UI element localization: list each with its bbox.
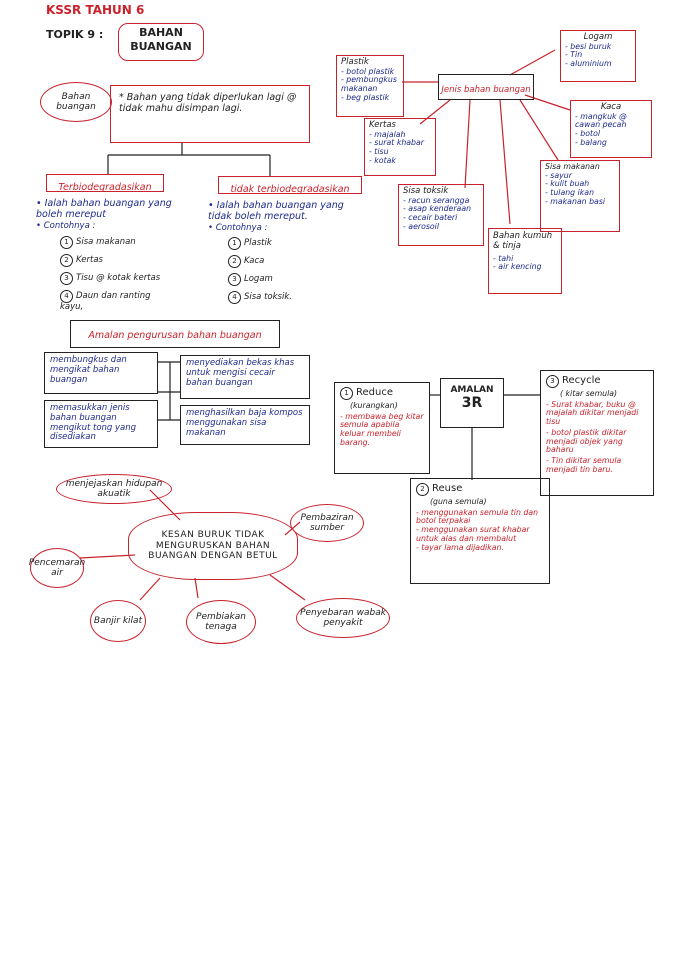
- type-kertas: Kertas majalah surat khabar tisu kotak: [364, 118, 436, 176]
- type-kaca: Kaca mangkuk @ cawan pecah botol balang: [570, 100, 652, 158]
- practices-title: Amalan pengurusan bahan buangan: [70, 320, 280, 348]
- biodegradable-title: Terbiodegradasikan: [46, 174, 164, 193]
- topic-label: TOPIK 9 :: [46, 28, 104, 41]
- non-biodegradable-desc: • Ialah bahan buangan yang tidak boleh m…: [208, 200, 344, 223]
- effect-water-pollution: Pencemaran air: [29, 548, 85, 588]
- biodegradable-desc: • Ialah bahan buangan yang boleh mereput: [36, 198, 172, 221]
- practice-item-4: menghasilkan baja kompos menggunakan sis…: [180, 405, 310, 445]
- type-sisa-makanan: Sisa makanan sayur kulit buah tulang ika…: [540, 160, 620, 232]
- types-center: Jenis bahan buangan: [438, 74, 534, 100]
- effect-aquatic: menjejaskan hidupan akuatik: [56, 474, 172, 504]
- effects-center: KESAN BURUK TIDAK MENGURUSKAN BAHAN BUAN…: [128, 512, 298, 580]
- definition-box: * Bahan yang tidak diperlukan lagi @ tid…: [110, 85, 310, 143]
- practice-item-2: memasukkan jenis bahan buangan mengikut …: [44, 400, 158, 448]
- non-biodegradable-title: tidak terbiodegradasikan: [218, 176, 362, 195]
- practice-item-3: menyediakan bekas khas untuk mengisi cec…: [180, 355, 310, 399]
- type-sisa-toksik: Sisa toksik racun serangga asap kenderaa…: [398, 184, 484, 246]
- effect-flash-flood: Banjir kilat: [90, 600, 146, 642]
- level-heading: KSSR TAHUN 6: [46, 3, 145, 17]
- effect-disease: Penyebaran wabak penyakit: [296, 598, 390, 638]
- type-logam: Logam besi buruk Tin aluminium: [560, 30, 636, 82]
- three-r-center: AMALAN 3R: [440, 378, 504, 428]
- effect-energy: Pembiakan tenaga: [186, 600, 256, 644]
- effect-waste-resources: Pembaziran sumber: [290, 504, 364, 542]
- topic-title: BAHAN BUANGAN: [118, 23, 204, 61]
- type-bahan-kumuh: Bahan kumuh & tinja tahi air kencing: [488, 228, 562, 294]
- practice-item-1: membungkus dan mengikat bahan buangan: [44, 352, 158, 394]
- non-biodegradable-examples-label: • Contohnya :: [208, 223, 268, 233]
- type-plastik: Plastik botol plastik pembungkus makanan…: [336, 55, 404, 117]
- biodegradable-examples-label: • Contohnya :: [36, 221, 96, 231]
